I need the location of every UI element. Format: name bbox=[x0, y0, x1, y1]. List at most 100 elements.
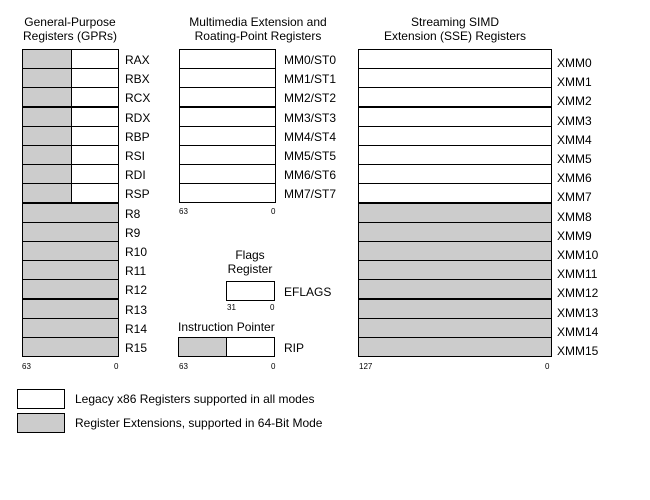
gpr-register-label: R14 bbox=[125, 321, 148, 336]
gpr-register-label: RDX bbox=[125, 110, 151, 125]
sse-register-label: XMM1 bbox=[557, 75, 592, 90]
gpr-register-box bbox=[22, 106, 119, 127]
sse-register-box bbox=[358, 183, 552, 204]
mmx-title: Multimedia Extension and Roating-Point R… bbox=[160, 15, 356, 43]
mmx-register-label: MM1/ST1 bbox=[284, 72, 337, 87]
sse-register-label: XMM13 bbox=[557, 305, 599, 320]
sse-register-box bbox=[358, 241, 552, 261]
mmx-register-label: MM0/ST0 bbox=[284, 53, 337, 67]
gpr-register-label: RBP bbox=[125, 129, 150, 144]
sse-register-label: XMM10 bbox=[557, 248, 599, 262]
sse-register-label: XMM9 bbox=[557, 228, 592, 243]
sse-register-label: XMM4 bbox=[557, 132, 592, 147]
gpr-register-box bbox=[22, 221, 119, 242]
gpr-register-box bbox=[22, 87, 119, 108]
gpr-register-label: R10 bbox=[125, 245, 148, 259]
gpr-register-label: R8 bbox=[125, 206, 141, 221]
gpr-register-box bbox=[22, 317, 119, 338]
flags-title: Flags Register bbox=[210, 248, 290, 276]
mmx-register-label: MM2/ST2 bbox=[284, 91, 337, 106]
gpr-register-box bbox=[22, 337, 119, 357]
gpr-upper-extension bbox=[23, 69, 72, 88]
gpr-upper-extension bbox=[23, 165, 72, 184]
sse-register-label: XMM12 bbox=[557, 286, 599, 301]
gpr-upper-extension bbox=[23, 146, 72, 164]
sse-register-label: XMM7 bbox=[557, 190, 592, 205]
gpr-title-line1: General-Purpose bbox=[24, 15, 116, 29]
gpr-upper-extension bbox=[23, 126, 72, 145]
sse-register-box bbox=[358, 87, 552, 108]
gpr-title: General-Purpose Registers (GPRs) bbox=[10, 15, 130, 43]
rip-label: RIP bbox=[284, 341, 305, 355]
legend-extension-swatch bbox=[17, 413, 65, 433]
gpr-register-box bbox=[22, 125, 119, 146]
mmx-register-label: MM5/ST5 bbox=[284, 149, 337, 163]
sse-register-box bbox=[358, 317, 552, 338]
mmx-register-label: MM3/ST3 bbox=[284, 110, 337, 125]
flags-title-line1: Flags bbox=[235, 248, 265, 262]
flags-bit-high: 31 bbox=[227, 303, 236, 312]
mmx-bit-high: 63 bbox=[179, 207, 188, 216]
gpr-bit-high: 63 bbox=[22, 362, 31, 371]
mmx-register-box bbox=[179, 106, 276, 127]
sse-bit-high: 127 bbox=[359, 362, 373, 371]
gpr-register-label: RSI bbox=[125, 149, 146, 163]
sse-register-box bbox=[358, 202, 552, 223]
gpr-register-label: RAX bbox=[125, 53, 150, 67]
mmx-title-line2: Roating-Point Registers bbox=[194, 29, 322, 43]
sse-register-box bbox=[358, 279, 552, 300]
ip-title: Instruction Pointer bbox=[178, 320, 275, 334]
rip-upper-extension bbox=[179, 338, 227, 356]
gpr-register-label: RCX bbox=[125, 91, 151, 106]
sse-register-box bbox=[358, 68, 552, 89]
mmx-register-box bbox=[179, 183, 276, 204]
mmx-register-box bbox=[179, 125, 276, 146]
gpr-register-box bbox=[22, 183, 119, 204]
mmx-register-box bbox=[179, 164, 276, 185]
mmx-register-box bbox=[179, 145, 276, 165]
gpr-register-label: RDI bbox=[125, 168, 146, 183]
eflags-register bbox=[226, 281, 275, 301]
mmx-register-box bbox=[179, 68, 276, 89]
gpr-register-label: R15 bbox=[125, 341, 148, 355]
sse-register-label: XMM8 bbox=[557, 209, 592, 224]
sse-register-box bbox=[358, 125, 552, 146]
gpr-register-box bbox=[22, 298, 119, 319]
mmx-register-box bbox=[179, 87, 276, 108]
legend-legacy-swatch bbox=[17, 389, 65, 409]
sse-register-box bbox=[358, 337, 552, 357]
gpr-register-box bbox=[22, 49, 119, 69]
sse-register-label: XMM11 bbox=[557, 267, 598, 282]
mmx-register-box bbox=[179, 49, 276, 69]
mmx-register-label: MM6/ST6 bbox=[284, 168, 337, 183]
gpr-register-label: RBX bbox=[125, 72, 150, 87]
sse-register-box bbox=[358, 164, 552, 185]
flags-title-line2: Register bbox=[227, 262, 273, 276]
gpr-title-line2: Registers (GPRs) bbox=[22, 29, 117, 43]
gpr-register-label: RSP bbox=[125, 187, 150, 202]
mmx-register-label: MM7/ST7 bbox=[284, 187, 337, 202]
sse-register-box bbox=[358, 49, 552, 69]
legend-extension-text: Register Extensions, supported in 64-Bit… bbox=[75, 416, 323, 430]
gpr-register-box bbox=[22, 145, 119, 165]
gpr-register-label: R13 bbox=[125, 302, 148, 317]
sse-register-box bbox=[358, 106, 552, 127]
gpr-upper-extension bbox=[23, 184, 72, 203]
sse-register-label: XMM5 bbox=[557, 152, 592, 166]
sse-register-label: XMM2 bbox=[557, 94, 592, 109]
sse-register-label: XMM3 bbox=[557, 113, 592, 128]
sse-register-label: XMM15 bbox=[557, 344, 599, 358]
gpr-register-box bbox=[22, 202, 119, 223]
sse-title-line2: Extension (SSE) Registers bbox=[383, 29, 527, 43]
gpr-register-box bbox=[22, 260, 119, 281]
sse-register-box bbox=[358, 145, 552, 165]
eflags-label: EFLAGS bbox=[284, 285, 332, 299]
sse-register-label: XMM0 bbox=[557, 56, 592, 70]
legend-legacy-text: Legacy x86 Registers supported in all mo… bbox=[75, 392, 315, 406]
sse-title: Streaming SIMD Extension (SSE) Registers bbox=[358, 15, 552, 43]
ip-bit-high: 63 bbox=[179, 362, 188, 371]
gpr-register-box bbox=[22, 164, 119, 185]
gpr-upper-extension bbox=[23, 88, 72, 107]
rip-register bbox=[178, 337, 275, 357]
mmx-bit-low: 0 bbox=[271, 207, 276, 216]
